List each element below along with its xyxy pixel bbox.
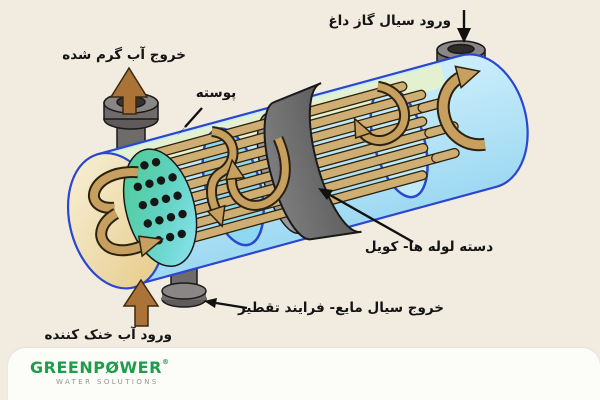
label-gas-inlet: ورود سیال گاز داغ	[328, 13, 451, 29]
flow-arrow-right-of-band	[353, 80, 411, 146]
label-shell: پوسته	[195, 85, 237, 101]
exchanger-body	[66, 53, 529, 290]
tube-bundle-arrow-icon	[329, 193, 414, 244]
label-cooling-water-inlet: ورود آب خنک کننده	[44, 327, 172, 343]
tube-holes	[133, 157, 187, 245]
liquid-outlet-arrow-icon	[215, 301, 248, 310]
label-hot-water-outlet: خروج آب گرم شده	[62, 47, 186, 63]
annotation-arrows	[177, 10, 471, 310]
footer-band: GREENPØWER® WATER SOLUTIONS	[8, 348, 600, 400]
baffle-band	[263, 82, 362, 241]
shell-arrow-icon	[184, 107, 203, 128]
hot-water-arrow-icon	[109, 66, 149, 115]
label-tube-bundle: دسته لوله ها- کویل	[364, 239, 494, 255]
flow-arrow-mid-under	[224, 136, 291, 211]
registered-mark: ®	[161, 358, 169, 366]
flow-arrow-head-s-curve	[88, 166, 165, 258]
flow-arrow-right-cap	[436, 65, 486, 151]
flow-arrows	[88, 65, 486, 258]
greenpower-logo: GREENPØWER® WATER SOLUTIONS	[30, 358, 169, 386]
brand-tagline: WATER SOLUTIONS	[56, 378, 159, 386]
cooling-water-arrow-icon	[122, 278, 160, 327]
flow-arrow-mid-left	[206, 125, 239, 228]
brand-name: GREENPØWER	[30, 358, 162, 377]
label-liquid-outlet: خروج سیال مایع- فرایند تقطیر	[237, 300, 445, 316]
